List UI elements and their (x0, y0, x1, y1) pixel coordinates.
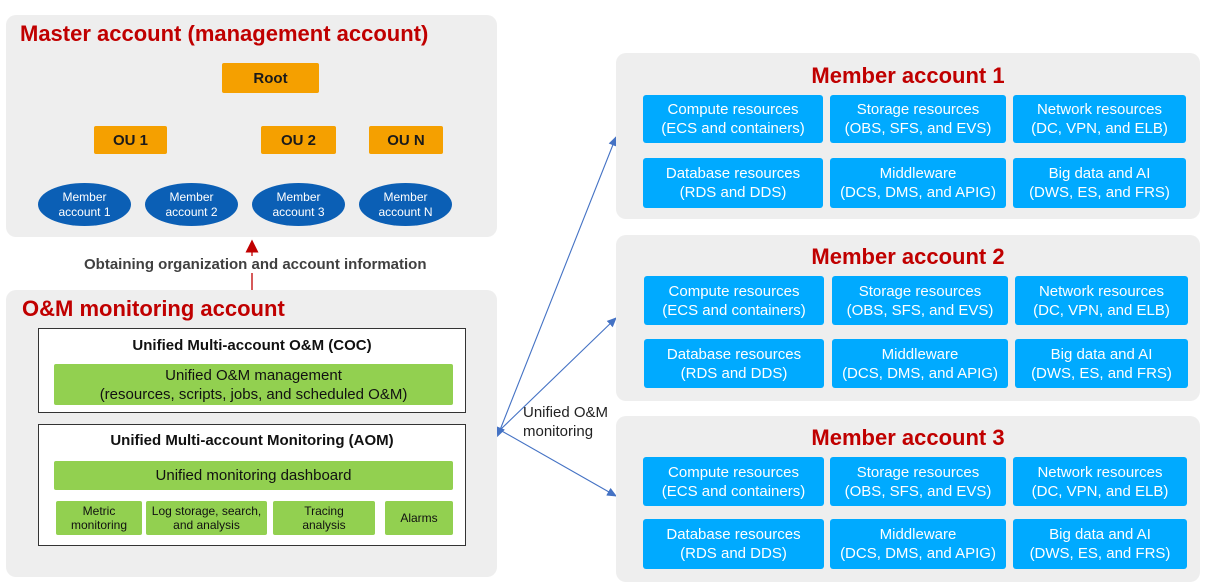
network-resources: Network resources(DC, VPN, and ELB) (1013, 95, 1186, 143)
database-resources: Database resources(RDS and DDS) (643, 519, 824, 569)
member-account-panel-1: Member account 1 Compute resources(ECS a… (616, 53, 1200, 219)
coc-management-box: Unified O&M management(resources, script… (54, 364, 453, 405)
storage-resources: Storage resources(OBS, SFS, and EVS) (830, 457, 1006, 506)
database-resources: Database resources(RDS and DDS) (644, 339, 824, 388)
member-account-3-title: Member account 3 (811, 425, 1005, 450)
bigdata-ai-resources: Big data and AI(DWS, ES, and FRS) (1013, 519, 1187, 569)
coc-title: Unified Multi-account O&M (COC) (132, 337, 372, 354)
network-resources: Network resources(DC, VPN, and ELB) (1013, 457, 1187, 506)
aom-title: Unified Multi-account Monitoring (AOM) (110, 432, 394, 449)
member-account-panel-3: Member account 3 Compute resources(ECS a… (616, 416, 1200, 582)
storage-resources: Storage resources(OBS, SFS, and EVS) (832, 276, 1008, 325)
monitoring-account-title: O&M monitoring account (22, 296, 285, 321)
root-node: Root (222, 63, 319, 93)
alarms: Alarms (385, 501, 453, 535)
network-resources: Network resources(DC, VPN, and ELB) (1015, 276, 1188, 325)
coc-box: Unified Multi-account O&M (COC) Unified … (38, 328, 466, 413)
ou-node-n: OU N (369, 126, 443, 154)
ou-node-1: OU 1 (94, 126, 167, 154)
database-resources: Database resources(RDS and DDS) (643, 158, 823, 208)
bigdata-ai-resources: Big data and AI(DWS, ES, and FRS) (1015, 339, 1188, 388)
member-account-1-title: Member account 1 (811, 63, 1005, 88)
middleware-resources: Middleware(DCS, DMS, and APIG) (832, 339, 1008, 388)
middleware-resources: Middleware(DCS, DMS, and APIG) (830, 158, 1006, 208)
master-account-title: Master account (management account) (20, 21, 429, 46)
monitoring-arrows (496, 135, 617, 497)
log-analysis: Log storage, search,and analysis (146, 501, 267, 535)
bigdata-ai-resources: Big data and AI(DWS, ES, and FRS) (1013, 158, 1186, 208)
info-arrow-label: Obtaining organization and account infor… (84, 256, 427, 273)
storage-resources: Storage resources(OBS, SFS, and EVS) (830, 95, 1006, 143)
compute-resources: Compute resources(ECS and containers) (643, 457, 824, 506)
member-account-panel-2: Member account 2 Compute resources(ECS a… (616, 235, 1200, 401)
member-account-2-title: Member account 2 (811, 244, 1005, 269)
middleware-resources: Middleware(DCS, DMS, and APIG) (830, 519, 1006, 569)
monitoring-dashboard: Unified monitoring dashboard (54, 461, 453, 490)
compute-resources: Compute resources(ECS and containers) (643, 95, 823, 143)
compute-resources: Compute resources(ECS and containers) (644, 276, 824, 325)
ou-node-2: OU 2 (261, 126, 336, 154)
aom-box: Unified Multi-account Monitoring (AOM) U… (38, 424, 466, 546)
